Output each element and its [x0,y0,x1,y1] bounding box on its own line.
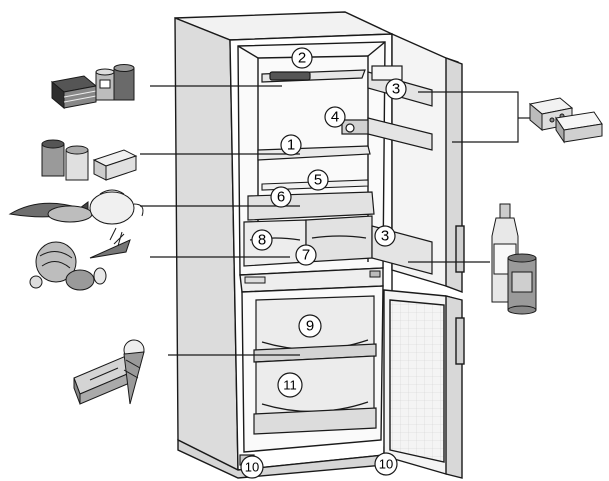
callout-4: 4 [324,106,346,128]
ice-cream-icon [73,339,145,405]
callout-10-left-label: 10 [245,460,259,475]
callout-numbers: 2 3 4 1 5 6 3 8 [240,47,407,479]
callout-3-bottom-label: 3 [381,228,389,245]
callout-7-label: 7 [302,247,310,264]
callout-2-label: 2 [298,50,306,67]
bottle-and-can-icon [491,203,537,315]
top-shelf-light [261,69,366,83]
leader-lines [140,85,530,356]
callout-8-label: 8 [258,232,266,249]
freezer-door [383,289,465,479]
callout-5-label: 5 [314,172,322,189]
callout-3-bottom: 3 [374,225,396,247]
callout-6: 6 [270,186,292,208]
callout-4-label: 4 [331,109,339,126]
callout-9: 9 [298,314,322,338]
cheese-and-butter-icon [528,97,603,144]
callout-6-label: 6 [277,189,285,206]
vegetables-icon [29,227,131,291]
control-panel [244,270,381,284]
freezer-drawer-bottom [253,355,377,435]
callout-5: 5 [307,169,329,191]
callout-3-top: 3 [385,78,407,100]
callout-10-left: 10 [240,455,264,479]
callout-1-label: 1 [287,137,295,154]
callout-2: 2 [291,47,313,69]
fish-and-teapot-icon [8,189,144,225]
callout-1: 1 [280,134,302,156]
callout-11-label: 11 [283,378,297,393]
callout-7: 7 [295,244,317,266]
callout-11: 11 [277,372,303,398]
callout-10-right-label: 10 [379,457,393,472]
door-shelf-butter [341,117,433,151]
callout-8: 8 [251,229,273,251]
callout-9-label: 9 [306,318,314,335]
jars-and-butter-icon [41,139,138,181]
callout-10-right: 10 [374,452,398,476]
callout-3-top-label: 3 [392,81,400,98]
cake-and-cans-icon [50,64,135,110]
